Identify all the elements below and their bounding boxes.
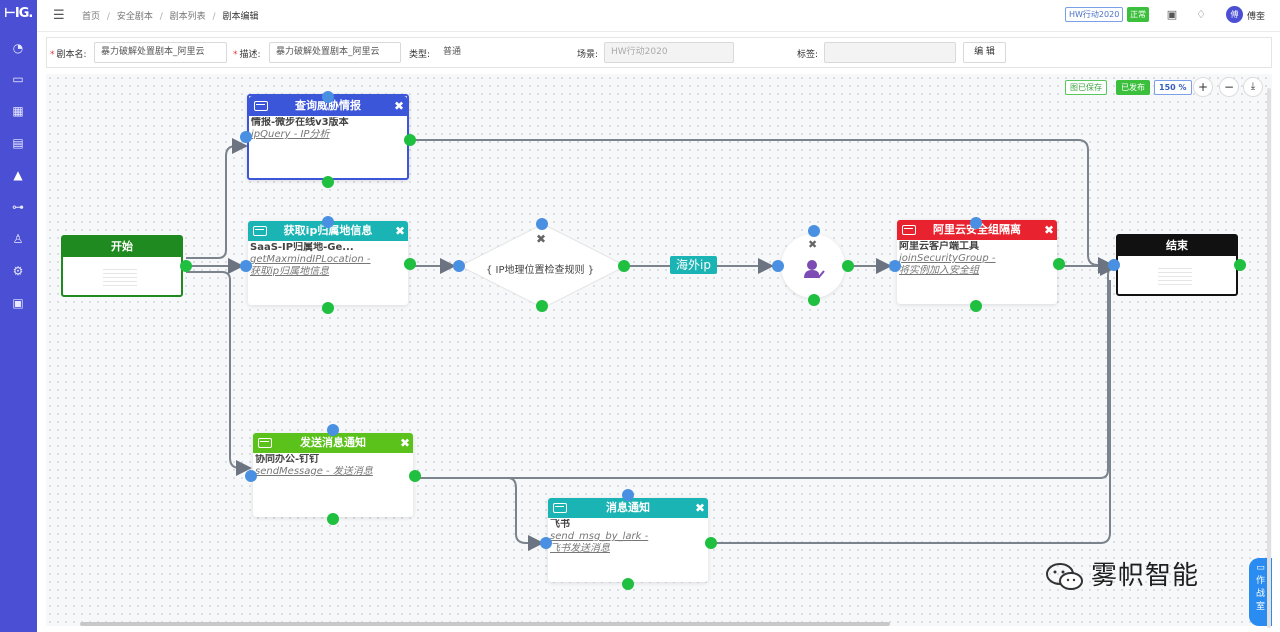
placeholder-lines xyxy=(1158,268,1192,286)
tags-input[interactable] xyxy=(824,42,956,63)
node-action-desc: 将实例加入安全组 xyxy=(899,265,979,276)
dashboard-icon[interactable]: ◔ xyxy=(12,41,24,55)
breadcrumb-separator: / xyxy=(106,12,110,22)
username[interactable]: 傅奎 xyxy=(1247,12,1266,22)
breadcrumb-playbook-list[interactable]: 剧本列表 xyxy=(169,12,206,22)
playbook-form: *剧本名: 暴力破解处置剧本_阿里云 *描述: 暴力破解处置剧本_阿里云 类型:… xyxy=(46,37,1272,68)
close-icon[interactable]: ✖ xyxy=(394,224,405,238)
saved-tag: 图已保存 xyxy=(1065,80,1107,95)
zoom-level: 150 % xyxy=(1154,80,1192,95)
description-input[interactable]: 暴力破解处置剧本_阿里云 xyxy=(269,42,401,63)
monitor-icon[interactable]: ▭ xyxy=(12,72,24,86)
playbook-name-input[interactable]: 暴力破解处置剧本_阿里云 xyxy=(94,42,227,63)
scene-label: 场景: xyxy=(577,50,599,60)
menu-toggle-icon[interactable]: ☰ xyxy=(53,8,65,23)
app-logo[interactable]: ⊢IG. xyxy=(4,6,33,21)
card-icon xyxy=(258,438,272,448)
wechat-icon xyxy=(1046,562,1083,590)
monitor-icon: ▭ xyxy=(1256,563,1265,573)
breadcrumb-home[interactable]: 首页 xyxy=(82,12,101,22)
node-app: 阿里云客户端工具 xyxy=(899,241,979,252)
breadcrumb-separator: / xyxy=(212,12,216,22)
node-action: sendMessage - 发送消息 xyxy=(255,466,373,477)
warning-icon[interactable]: ▲ xyxy=(13,168,23,182)
breadcrumb-current: 剧本编辑 xyxy=(222,12,259,22)
approval-node[interactable]: ✖ xyxy=(781,234,845,298)
card-icon xyxy=(254,101,268,111)
book-icon[interactable]: ▤ xyxy=(12,136,24,150)
node-action: getMaxmindIPLocation - xyxy=(250,254,371,265)
start-node-title: 开始 xyxy=(63,237,181,257)
zoom-in-button[interactable]: + xyxy=(1193,77,1213,97)
watermark-text: 雾帜智能 xyxy=(1091,561,1200,591)
query-threat-node[interactable]: 查询威胁情报 ✖ 情报-微步在线v3版本 ipQuery - IP分析 xyxy=(247,94,409,180)
close-icon[interactable]: ✖ xyxy=(694,501,705,515)
scene-tag[interactable]: HW行动2020 xyxy=(1065,7,1124,22)
breadcrumb-separator: / xyxy=(159,12,163,22)
card-icon xyxy=(553,503,567,513)
tags-label: 标签: xyxy=(797,50,819,60)
top-header: ☰ 首页 / 安全剧本 / 剧本列表 / 剧本编辑 HW行动2020 正常 ▣ … xyxy=(37,0,1280,32)
close-icon[interactable]: ✖ xyxy=(399,436,410,450)
calendar-icon[interactable]: ▣ xyxy=(1166,8,1178,21)
download-icon[interactable]: ⤓ xyxy=(1243,77,1263,97)
send-notify-node[interactable]: 发送消息通知 ✖ 协同办公-钉钉 sendMessage - 发送消息 xyxy=(253,433,413,517)
aliyun-isolate-node[interactable]: 阿里云安全组隔离 ✖ 阿里云客户端工具 joinSecurityGroup - … xyxy=(897,220,1057,304)
user-icon[interactable]: ♙ xyxy=(12,232,24,246)
node-title: 获取ip归属地信息 xyxy=(283,224,373,237)
node-action: send_msg_by_lark - xyxy=(550,531,649,542)
node-app: SaaS-IP归属地-Ge... xyxy=(250,242,354,253)
breadcrumb-security-playbook[interactable]: 安全剧本 xyxy=(116,12,153,22)
user-approve-icon xyxy=(804,260,825,279)
status-badge: 正常 xyxy=(1127,7,1149,22)
card-icon xyxy=(902,225,916,235)
node-action-desc: 飞书发送消息 xyxy=(550,543,610,554)
node-app: 情报-微步在线v3版本 xyxy=(251,117,349,128)
desc-label: *描述: xyxy=(233,50,261,60)
close-icon[interactable]: ✖ xyxy=(1043,223,1054,237)
avatar[interactable]: 傅 xyxy=(1226,6,1243,23)
close-icon[interactable]: ✖ xyxy=(536,232,547,246)
zoom-out-button[interactable]: − xyxy=(1219,77,1239,97)
vertical-scrollbar[interactable] xyxy=(1267,88,1271,628)
settings-icon[interactable]: ⚙ xyxy=(12,264,24,278)
close-icon[interactable]: ✖ xyxy=(393,99,404,113)
lark-message-node[interactable]: 消息通知 ✖ 飞书 send_msg_by_lark - 飞书发送消息 xyxy=(548,498,708,582)
end-node-title: 结束 xyxy=(1118,236,1236,256)
type-label: 类型: xyxy=(409,50,431,60)
grid-icon[interactable]: ▦ xyxy=(12,104,24,118)
ip-rule-label: { IP地理位置检查规则 } xyxy=(486,265,595,276)
start-node[interactable]: 开始 xyxy=(61,235,183,297)
horizontal-scrollbar[interactable] xyxy=(80,622,890,626)
end-node[interactable]: 结束 xyxy=(1116,234,1238,296)
node-app: 飞书 xyxy=(550,519,570,530)
node-title: 发送消息通知 xyxy=(300,436,366,449)
placeholder-lines xyxy=(103,269,137,287)
document-icon[interactable]: ▣ xyxy=(12,296,24,310)
breadcrumb: 首页 / 安全剧本 / 剧本列表 / 剧本编辑 xyxy=(82,9,262,22)
hierarchy-icon[interactable]: ⊶ xyxy=(12,200,24,214)
left-sidebar: ⊢IG. ◔ ▭ ▦ ▤ ▲ ⊶ ♙ ⚙ ▣ xyxy=(0,0,37,632)
edit-button[interactable]: 编 辑 xyxy=(963,42,1006,63)
name-label: *剧本名: xyxy=(50,50,87,60)
node-action: ipQuery - IP分析 xyxy=(251,129,330,140)
card-icon xyxy=(253,226,267,236)
published-tag: 已发布 xyxy=(1116,80,1150,95)
node-title: 消息通知 xyxy=(606,501,650,514)
node-app: 协同办公-钉钉 xyxy=(255,454,320,465)
node-title: 阿里云安全组隔离 xyxy=(933,223,1021,236)
overseas-ip-label[interactable]: 海外ip xyxy=(670,256,717,274)
node-action: joinSecurityGroup - xyxy=(899,253,996,264)
war-room-button[interactable]: ▭ 作 战 室 xyxy=(1249,558,1272,626)
node-title: 查询威胁情报 xyxy=(295,99,361,112)
close-icon[interactable]: ✖ xyxy=(808,238,818,251)
brand-watermark: 雾帜智能 xyxy=(1045,555,1199,592)
scene-input[interactable]: HW行动2020 xyxy=(604,42,734,63)
node-action-desc: 获取ip归属地信息 xyxy=(250,266,330,277)
get-ip-location-node[interactable]: 获取ip归属地信息 ✖ SaaS-IP归属地-Ge... getMaxmindI… xyxy=(248,221,408,305)
bell-icon[interactable]: ♢ xyxy=(1196,8,1206,21)
type-select[interactable]: 普通 xyxy=(436,42,566,63)
